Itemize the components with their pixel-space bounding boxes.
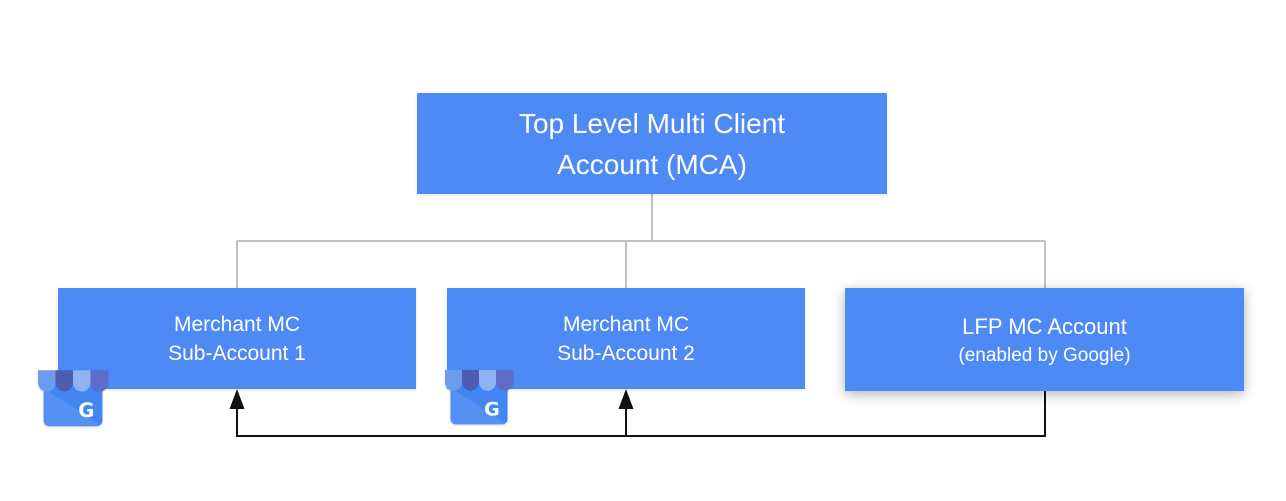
arrowhead-to-sub2-icon: [618, 389, 634, 409]
node-lfp-line2: (enabled by Google): [958, 344, 1131, 366]
tree-connector-mca-to-children: [236, 194, 1046, 288]
node-sub1-line2: Sub-Account 1: [168, 341, 306, 365]
node-sub2-line1: Merchant MC: [562, 312, 690, 336]
google-my-business-icon: G: [38, 370, 108, 427]
node-mca-line2: Account (MCA): [557, 148, 747, 180]
node-mca: Top Level Multi Client Account (MCA): [417, 93, 887, 194]
node-sub1-line1: Merchant MC: [173, 312, 301, 336]
node-lfp-mc-account: LFP MC Account (enabled by Google): [845, 288, 1244, 391]
gmb-letter-g: G: [78, 399, 94, 422]
lfp-feedback-arrow-path: [236, 391, 1046, 437]
google-my-business-icon: G: [445, 369, 513, 425]
arrowhead-to-sub1-icon: [229, 389, 245, 409]
node-sub2-line2: Sub-Account 2: [557, 341, 695, 365]
node-mca-line1: Top Level Multi Client: [518, 107, 786, 139]
gmb-letter-g: G: [484, 399, 500, 421]
node-merchant-sub-account-1: Merchant MC Sub-Account 1: [58, 288, 416, 389]
node-lfp-line1: LFP MC Account: [962, 313, 1127, 339]
